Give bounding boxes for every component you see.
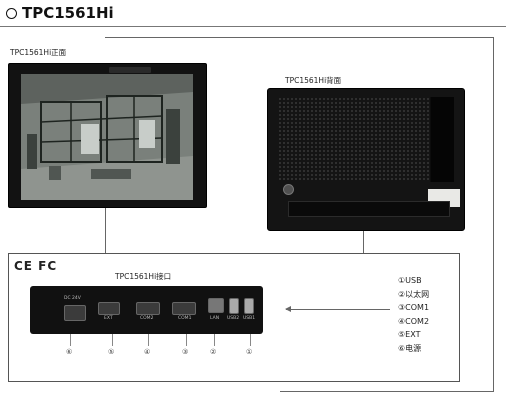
- callout-line-6: [70, 334, 71, 346]
- callout-number-2: ②: [210, 348, 217, 356]
- back-caption: TPC1561Hi背面: [285, 76, 342, 85]
- frame-line-top: [105, 37, 493, 38]
- port-panel-image: DC 24V EXT COM2 COM1 LAN USB2 USB1: [30, 286, 263, 334]
- legend-item-com1: ③COM1: [398, 303, 430, 312]
- usb2-connector: [229, 298, 239, 314]
- rear-vent-shading: [376, 97, 454, 182]
- com2-connector: [136, 302, 160, 315]
- page-title: TPC1561Hi: [6, 4, 114, 22]
- frame-line-back-down: [363, 229, 364, 254]
- legend-item-ext: ⑤EXT: [398, 330, 421, 339]
- rear-port-strip: [288, 201, 450, 217]
- callout-line-3: [186, 334, 187, 346]
- title-divider: [0, 26, 506, 27]
- product-title: TPC1561Hi: [22, 4, 114, 22]
- front-badge: [109, 67, 151, 73]
- callout-line-4: [148, 334, 149, 346]
- front-panel-image: [8, 63, 207, 208]
- callout-line-5: [112, 334, 113, 346]
- callout-number-4: ④: [144, 348, 151, 356]
- callout-number-5: ⑤: [108, 348, 115, 356]
- port-label-power: DC 24V: [64, 296, 81, 301]
- com1-connector: [172, 302, 196, 315]
- ground-screw: [283, 184, 294, 195]
- frame-line-bottom: [280, 391, 494, 392]
- frame-line-front-down: [105, 206, 106, 254]
- interface-frame: [8, 253, 460, 382]
- port-label-lan: LAN: [210, 316, 220, 321]
- callout-line-2: [214, 334, 215, 346]
- circle-bullet-icon: [6, 7, 17, 19]
- callout-number-1: ①: [246, 348, 253, 356]
- legend-item-com2: ④COM2: [398, 316, 430, 326]
- port-label-com2: COM2: [140, 316, 154, 321]
- interface-caption: TPC1561Hi接口: [115, 272, 172, 281]
- frame-line-right: [493, 37, 494, 392]
- lan-connector: [208, 298, 224, 313]
- port-label-usb2: USB2: [227, 316, 240, 321]
- legend-item-ethernet: ②以太网: [398, 289, 430, 299]
- callout-number-3: ③: [182, 348, 189, 356]
- port-label-com1: COM1: [178, 316, 192, 321]
- certification-marks: CE FC: [14, 259, 58, 273]
- front-caption: TPC1561Hi正面: [10, 48, 67, 57]
- port-legend: ①USB ②以太网 ③COM1 ④COM2 ⑤EXT ⑥电源: [398, 274, 429, 355]
- legend-item-power: ⑥电源: [398, 343, 422, 353]
- callout-line-1: [250, 334, 251, 346]
- back-panel-image: [267, 88, 465, 231]
- front-screen: [21, 74, 193, 200]
- pointer-arrow: [285, 306, 390, 312]
- port-label-ext: EXT: [104, 316, 113, 321]
- ext-connector: [98, 302, 120, 315]
- callout-number-6: ⑥: [66, 348, 73, 356]
- power-connector: [64, 305, 86, 321]
- legend-item-usb: ①USB: [398, 276, 422, 285]
- usb1-connector: [244, 298, 254, 314]
- port-label-usb1: USB1: [243, 316, 256, 321]
- factory-scene-illustration: [21, 74, 193, 200]
